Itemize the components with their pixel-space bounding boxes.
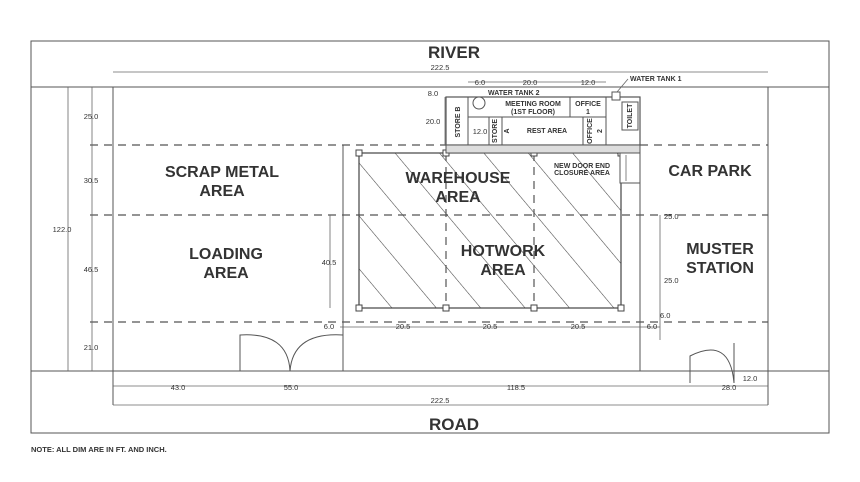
left-dim-1: 25.0 (84, 112, 99, 121)
right-dim-1: 25.0 (664, 212, 679, 221)
road-dim-2: 55.0 (284, 383, 299, 392)
column-marker (442, 304, 450, 312)
door-end-sublabel: CLOSURE AREA (554, 170, 610, 177)
water-tank-2-label: WATER TANK 2 (488, 90, 540, 97)
left-dim-2: 30.5 (84, 176, 99, 185)
office-side-dim-1: 8.0 (428, 89, 438, 98)
office-top-dim-2: 20.0 (523, 78, 538, 87)
right-dim-2: 25.0 (664, 276, 679, 285)
door-end-closure-box (619, 152, 641, 184)
road-dim-4: 28.0 (722, 383, 737, 392)
hotwork-area-label: HOTWORK (461, 243, 546, 260)
outer-frame (30, 40, 830, 434)
hotwork-area-label-2: AREA (480, 262, 526, 279)
loading-area-label-2: AREA (203, 265, 249, 282)
office-top-dim-3: 12.0 (581, 78, 596, 87)
bottom-total-dim: 222.5 (431, 396, 450, 405)
rest-area-label: REST AREA (527, 128, 567, 135)
main-gate-left-leaf (239, 334, 291, 372)
column-marker (530, 304, 538, 312)
main-gate-right-leaf (289, 334, 344, 372)
office-side-dim-3: 12.0 (473, 127, 488, 136)
left-total-dim: 122.0 (53, 225, 72, 234)
warehouse-area-label-2: AREA (435, 189, 481, 206)
toilet-label: TOILET (627, 103, 634, 128)
grid-dim-4: 20.5 (571, 322, 586, 331)
left-dim-4: 21.0 (84, 343, 99, 352)
column-marker (355, 149, 363, 157)
scrap-metal-area-label: SCRAP METAL (165, 164, 279, 181)
office-block-slab (445, 144, 641, 154)
warehouse-hotwork-hatched-area (358, 152, 622, 309)
water-tank-1-leader (616, 78, 629, 93)
left-dim-3: 46.5 (84, 265, 99, 274)
toilet-room (621, 101, 639, 131)
muster-station-label-2: STATION (686, 260, 754, 277)
road-dim-1: 43.0 (171, 383, 186, 392)
loading-area-label: LOADING (189, 246, 263, 263)
column-marker (617, 304, 625, 312)
right-dim-3: 6.0 (660, 311, 670, 320)
top-total-dim: 222.5 (431, 63, 450, 72)
office-2-label: OFFICE (587, 118, 594, 144)
meeting-room-label: MEETING ROOM (505, 101, 561, 108)
office-1-number: 1 (586, 109, 590, 116)
road-dim-5: 12.0 (743, 374, 758, 383)
road-dim-3: 118.5 (507, 383, 525, 392)
grid-dim-5: 6.0 (647, 322, 657, 331)
water-tank-1-label: WATER TANK 1 (630, 76, 682, 83)
office-top-dim-1: 6.0 (475, 78, 485, 87)
river-label: RIVER (428, 43, 480, 62)
road-label: ROAD (429, 415, 479, 434)
muster-station-label: MUSTER (686, 241, 754, 258)
door-end-label: NEW DOOR END (554, 163, 610, 170)
grid-dim-3: 20.5 (483, 322, 498, 331)
dimension-note: NOTE: ALL DIM ARE IN FT. AND INCH. (31, 445, 167, 454)
store-a-letter: A (504, 128, 511, 133)
water-tank-1-symbol (611, 91, 621, 101)
meeting-room-sublabel: (1ST FLOOR) (511, 109, 555, 116)
warehouse-area-label: WAREHOUSE (406, 170, 511, 187)
water-tank-2-symbol (472, 96, 486, 110)
office-2-number: 2 (597, 129, 604, 133)
warehouse-height-dim: 40.5 (322, 258, 337, 267)
scrap-metal-area-label-2: AREA (199, 183, 245, 200)
side-gate-leaf (689, 349, 735, 384)
grid-dim-1: 6.0 (324, 322, 334, 331)
car-park-label: CAR PARK (668, 163, 752, 180)
grid-dim-2: 20.5 (396, 322, 411, 331)
store-b-label: STORE B (455, 107, 462, 138)
store-a-label: STORE (492, 119, 499, 143)
office-1-label: OFFICE (575, 101, 601, 108)
column-marker (355, 304, 363, 312)
office-side-dim-2: 20.0 (426, 117, 441, 126)
